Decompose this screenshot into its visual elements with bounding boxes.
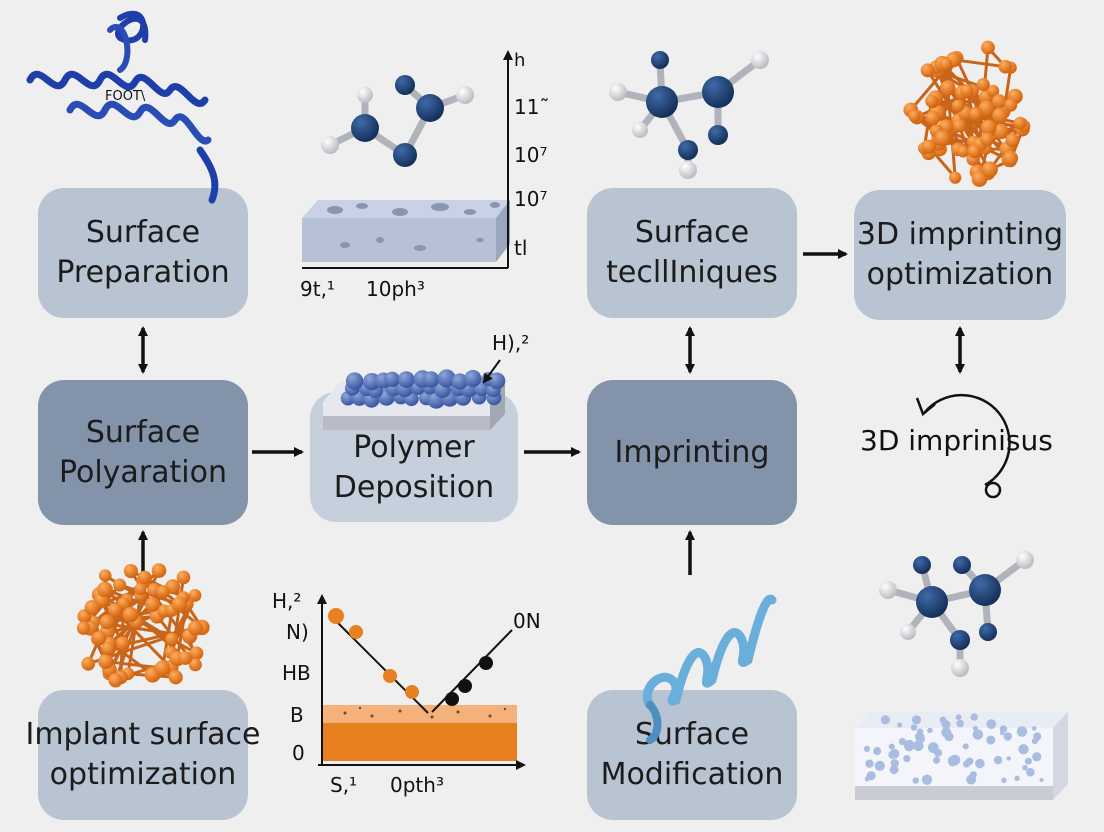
helix-protein-icon [26,10,219,204]
box-line: Surface [85,215,201,251]
box-line: Surface [634,215,750,251]
bottom-chart-xtick: 0pth³ [390,773,444,797]
top-chart-xtick: 10ph³ [366,277,425,301]
imprinting-box: Imprinting [587,380,797,525]
top-chart-axes [302,50,513,269]
deposition-label: H),² [492,331,529,355]
bottom-chart-ytick: 0 [292,741,305,765]
substrate-block [855,712,1068,800]
top-chart-ytick: tl [514,236,527,260]
molecule-icon [609,51,769,179]
box-line: 3D imprinting [856,217,1064,253]
top-chart-axis-title: h [514,50,525,71]
bottom-chart-ytick: N) [286,620,309,644]
bottom-chart [317,594,526,770]
box-line: tecllIniques [606,255,778,290]
box-line: Imprinting [614,434,770,470]
substrate-block [302,200,510,262]
surface-techniques-box: Surface tecllIniques [587,188,797,318]
top-chart-ytick: 10⁷ [514,187,547,211]
top-chart-ytick: 10⁷ [514,143,547,167]
box-line: optimization [49,757,237,792]
orange-molecule-cluster [903,40,1031,187]
cycle-label: 3D imprinisus [860,424,1053,457]
box-line: Implant surface [25,717,261,753]
protein-label: FOOT\ [105,89,146,104]
orange-molecule-cluster [76,563,210,688]
box-line: Modification [600,757,784,792]
box-line: Polymer [353,430,475,466]
box-line: Polyaration [58,454,228,490]
cycle-icon [915,393,1011,499]
bottom-chart-ytick: B [290,703,304,727]
molecule-icon [879,551,1034,677]
molecule-icon [321,75,474,167]
deposition-slab [323,369,506,430]
box-line: optimization [866,257,1054,292]
deposition-pointer [482,359,501,384]
bottom-chart-ytick: H,² [272,589,301,613]
bottom-chart-ytick: HB [282,661,311,685]
top-chart-ytick: 11˜ [514,95,549,119]
implant-surface-optimization-box: Implant surface optimization [25,690,261,820]
box-line: Preparation [56,255,230,290]
bottom-chart-xtick: S,¹ [330,773,357,797]
box-line: Surface [85,414,201,450]
3d-imprinting-optimization-box: 3D imprinting optimization [854,190,1066,320]
helix-icon [643,594,777,744]
box-line: Deposition [333,470,495,505]
bottom-chart-annotation: 0N [513,609,541,633]
top-chart-xtick: 9t,¹ [300,277,335,301]
